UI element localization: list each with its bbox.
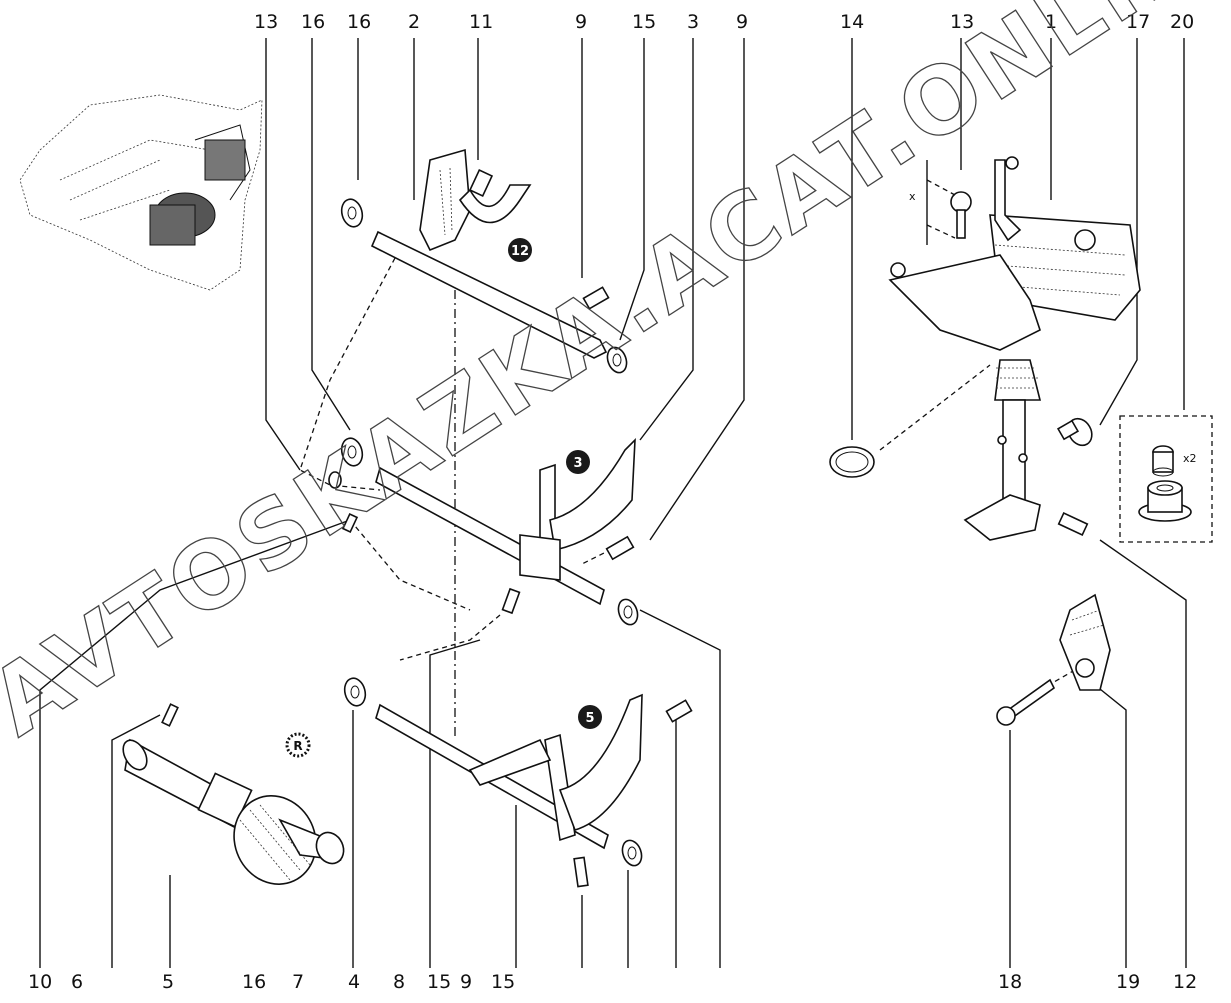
part-4-fork-shaft-lower[interactable] [375, 693, 643, 850]
part-17-plug[interactable] [1056, 414, 1096, 449]
callout-16-a[interactable]: 16 [301, 11, 325, 33]
assembly-path-18 [1039, 669, 1076, 691]
callout-13-right[interactable]: 13 [950, 11, 974, 33]
callout-5[interactable]: 5 [162, 971, 174, 993]
part-15-ring-middle[interactable] [615, 597, 641, 628]
assembly-path-7 [399, 614, 501, 661]
callout-1[interactable]: 1 [1045, 11, 1057, 33]
part-19-bracket[interactable] [1059, 593, 1111, 691]
part-10-pin[interactable] [341, 512, 359, 534]
part-16-bushing-middle[interactable] [339, 436, 366, 468]
callout-6[interactable]: 6 [71, 971, 83, 993]
callout-11[interactable]: 11 [469, 11, 493, 33]
callout-15-a[interactable]: 15 [427, 971, 451, 993]
dimension-x-label: x [909, 190, 916, 203]
callout-16-bottom[interactable]: 16 [242, 971, 266, 993]
callout-16-b[interactable]: 16 [347, 11, 371, 33]
part-12-pin[interactable] [1057, 512, 1089, 536]
part-9-pin-lower[interactable] [665, 699, 693, 723]
svg-text:12: 12 [511, 244, 529, 259]
part-9-pin-middle[interactable] [605, 535, 635, 561]
leader-3 [639, 38, 694, 441]
leader-10 [39, 519, 351, 968]
callout-9-a[interactable]: 9 [575, 11, 587, 33]
callout-3[interactable]: 3 [687, 11, 699, 33]
kit-quantity-label: x2 [1183, 452, 1197, 465]
gearbox-overview-illustration [19, 94, 263, 291]
gear-marker-R: R [285, 732, 311, 758]
part-18-bolt[interactable] [996, 678, 1056, 726]
callout-10[interactable]: 10 [28, 971, 52, 993]
callout-15-b[interactable]: 15 [491, 971, 515, 993]
kit-small-bushing [1152, 445, 1174, 477]
assembly-path-13 [299, 257, 396, 491]
leader-9-b [649, 38, 745, 541]
part-8-pin[interactable] [573, 856, 589, 888]
leader-19 [1094, 684, 1127, 968]
callout-17[interactable]: 17 [1126, 11, 1150, 33]
callout-13-left[interactable]: 13 [254, 11, 278, 33]
callout-12[interactable]: 12 [1173, 971, 1197, 993]
part-13-ball[interactable] [328, 471, 342, 489]
assembly-path-10 [349, 519, 471, 611]
part-7-pin[interactable] [501, 587, 521, 615]
leader-7 [429, 639, 481, 968]
part-15-ring-bottom[interactable] [619, 838, 645, 869]
part-20-bushing-kit[interactable]: x2 [1119, 415, 1213, 543]
leader-17 [1099, 38, 1138, 426]
svg-text:5: 5 [585, 711, 594, 726]
leader-15-top [619, 38, 645, 341]
callout-15-top[interactable]: 15 [632, 11, 656, 33]
callout-9-b[interactable]: 9 [736, 11, 748, 33]
leader-12 [1099, 539, 1187, 968]
assembly-path-9 [579, 544, 621, 566]
small-parts [161, 197, 693, 888]
leader-6 [111, 714, 161, 968]
part-2-fork-shaft-upper[interactable] [370, 148, 608, 359]
part-9-pin-upper[interactable] [582, 286, 610, 310]
assembly-path-14 [879, 364, 991, 451]
callouts-top: 13 16 16 2 11 9 15 3 9 14 13 1 17 20 [254, 11, 1194, 33]
gear-marker-12: 12 [508, 238, 532, 262]
callouts-bottom: 10 6 5 16 7 4 8 15 9 15 18 19 12 [28, 971, 1197, 993]
part-1-gear-selector-housing[interactable] [888, 156, 1141, 541]
gear-marker-5: 5 [578, 705, 602, 729]
kit-flanged-bushing [1138, 480, 1192, 522]
part-15-ring-top[interactable] [604, 345, 630, 376]
callout-20[interactable]: 20 [1170, 11, 1194, 33]
part-6-pin[interactable] [161, 703, 179, 727]
part-5-reverse-selector-gear[interactable] [118, 736, 348, 898]
leader-13-left [265, 38, 301, 471]
svg-text:R: R [293, 739, 302, 753]
part-13-bolt[interactable]: x [909, 160, 972, 245]
callout-14[interactable]: 14 [840, 11, 864, 33]
leader-16-a [311, 38, 351, 431]
callout-18[interactable]: 18 [998, 971, 1022, 993]
gear-markers: 12 3 5 R [285, 238, 602, 758]
callout-19[interactable]: 19 [1116, 971, 1140, 993]
leader-lines [39, 38, 1187, 968]
leader-15-b [639, 609, 721, 968]
part-14-seal-ring[interactable] [829, 446, 875, 478]
gear-marker-3: 3 [566, 450, 590, 474]
part-11-pin-upper[interactable] [468, 169, 494, 197]
svg-text:3: 3 [573, 456, 582, 471]
part-3-fork-shaft-middle[interactable] [375, 437, 636, 606]
callout-4[interactable]: 4 [348, 971, 360, 993]
callout-2[interactable]: 2 [408, 11, 420, 33]
part-16-bushing-bottom[interactable] [342, 676, 369, 708]
callout-9-bottom[interactable]: 9 [460, 971, 472, 993]
watermark-text: AVTOSKAZKA.ACAT.ONLINE [0, 0, 1231, 757]
callout-7[interactable]: 7 [292, 971, 304, 993]
callout-8[interactable]: 8 [393, 971, 405, 993]
part-16-bushing-top[interactable] [339, 197, 366, 229]
